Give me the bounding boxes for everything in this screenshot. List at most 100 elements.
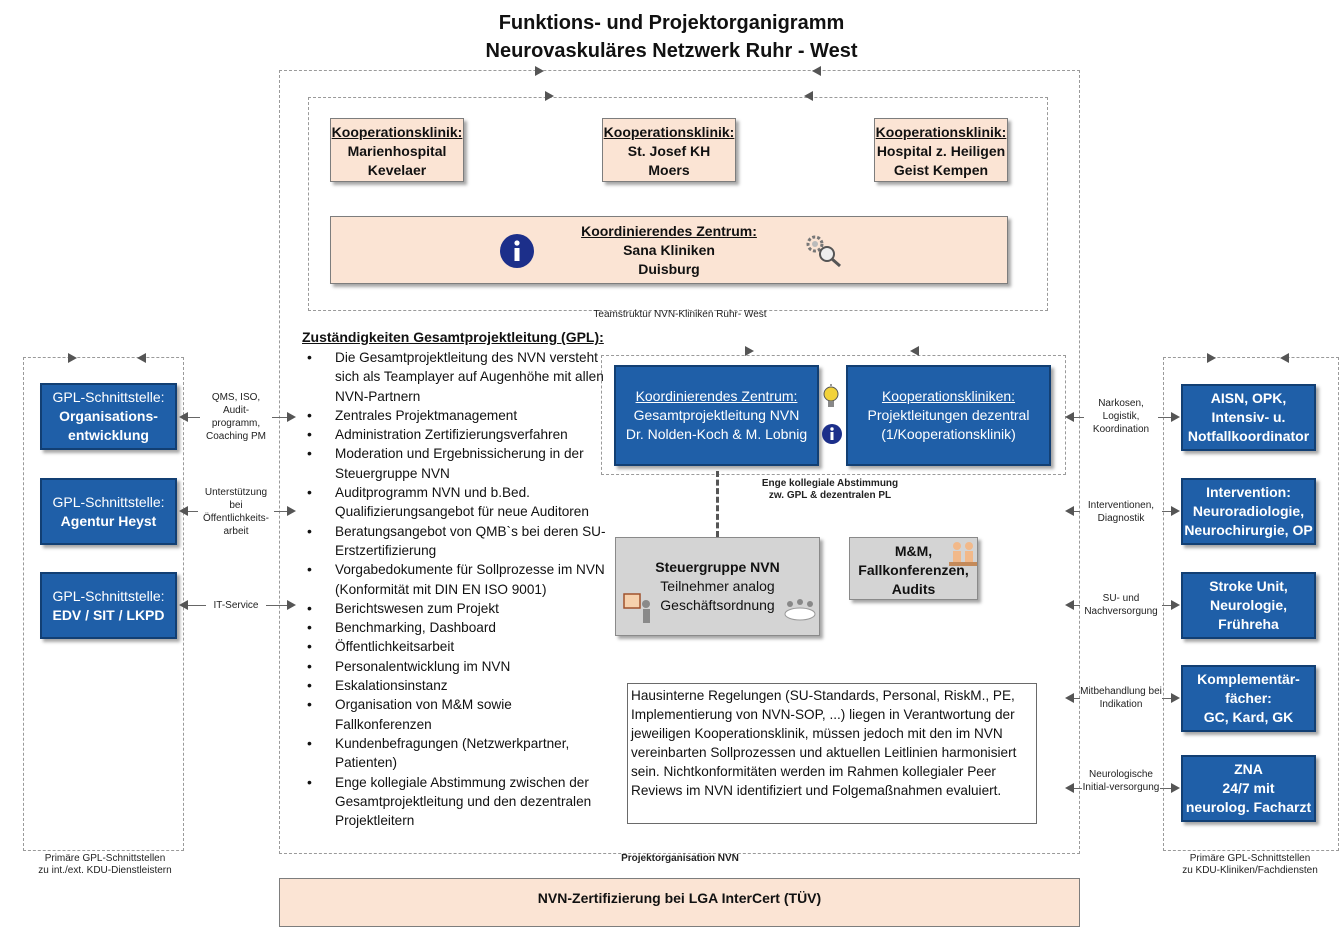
responsibility-item: Eskalationsinstanz [301, 676, 607, 696]
team-caption: Teamstruktur NVN-Kliniken Ruhr- West [593, 309, 767, 320]
right-interface-box: Komplementär- fächer: GC, Kard, GK [1181, 665, 1316, 732]
interface-line2: Agentur Heyst [60, 512, 157, 529]
info-icon [500, 234, 534, 268]
left-caption: Primäre GPL-Schnittstellen zu int./ext. … [20, 853, 190, 877]
arrow-left-icon [1065, 412, 1074, 422]
leadership-caption-line2: zw. GPL & dezentralen PL [768, 490, 892, 501]
meeting-icon [784, 599, 816, 621]
steering-line2: Teilnehmer analog [660, 578, 775, 594]
interface-line2: fächer: [1225, 690, 1272, 706]
arrow-left-icon [1280, 353, 1289, 363]
interface-line2: Organisations- [59, 408, 158, 424]
link-label: Interventionen, Diagnostik [1080, 499, 1162, 525]
responsibility-item: Organisation von M&M sowie Fallkonferenz… [301, 695, 607, 734]
clinic-heading: Kooperationsklinik: [603, 124, 735, 140]
leadership-caption: Enge kollegiale Abstimmung zw. GPL & dez… [740, 478, 920, 502]
interface-line2: 24/7 mit [1222, 780, 1275, 796]
responsibility-item: Moderation und Ergebnissicherung in der … [301, 444, 607, 483]
decentral-line1: Projektleitungen dezentral [867, 407, 1030, 423]
clinic-name: St. Josef KH [627, 143, 711, 159]
interface-line3: GC, Kard, GK [1203, 709, 1294, 725]
right-caption-line1: Primäre GPL-Schnittstellen [1189, 853, 1311, 864]
decentral-leads-box: Kooperationskliniken: Projektleitungen d… [846, 365, 1051, 466]
arrow-right-icon [68, 353, 77, 363]
mm-line1: M&M, [894, 543, 933, 559]
interface-line3: entwicklung [68, 427, 149, 443]
arrow-left-icon [179, 412, 188, 422]
interface-line3: Frühreha [1218, 616, 1279, 632]
arrow-left-icon [812, 66, 821, 76]
presenter-icon [623, 593, 650, 623]
clinic-city: Geist Kempen [893, 162, 989, 178]
decentral-heading: Kooperationskliniken: [881, 388, 1016, 404]
lightbulb-icon [823, 384, 839, 407]
left-interface-box: GPL-Schnittstelle: Agentur Heyst [40, 478, 177, 545]
responsibility-item: Auditprogramm NVN und b.Bed. Qualifizier… [301, 483, 607, 522]
arrow-right-icon [545, 91, 554, 101]
info-icon [822, 424, 842, 444]
page-title: Funktions- und Projektorganigramm [498, 12, 845, 34]
clinic-city: Kevelaer [367, 162, 427, 178]
right-interface-box: Stroke Unit, Neurologie, Frühreha [1181, 572, 1316, 639]
interface-line3: neurolog. Facharzt [1185, 799, 1312, 815]
link-label: Unterstützung bei Öffentlichkeits-arbeit [198, 486, 274, 538]
mm-line2: Fallkonferenzen, [858, 562, 969, 578]
arrow-left-icon [804, 91, 813, 101]
arrow-right-icon [1171, 506, 1180, 516]
arrow-right-icon [287, 412, 296, 422]
interface-line3: Notfallkoordinator [1187, 428, 1310, 444]
hausinterne-regelungen-note: Hausinterne Regelungen (SU-Standards, Pe… [627, 683, 1037, 824]
right-interface-box: ZNA 24/7 mit neurolog. Facharzt [1181, 755, 1316, 822]
arrow-right-icon [1171, 783, 1180, 793]
center-heading: Koordinierendes Zentrum: [581, 223, 757, 239]
responsibility-item: Vorgabedokumente für Sollprozesse im NVN… [301, 560, 607, 599]
gear-search-icon [806, 235, 841, 268]
responsibility-item: Die Gesamtprojektleitung des NVN versteh… [301, 348, 607, 406]
right-caption: Primäre GPL-Schnittstellen zu KDU-Klinik… [1160, 853, 1340, 877]
clinic-kempen: Kooperationsklinik: Hospital z. Heiligen… [874, 118, 1008, 182]
arrow-left-icon [1065, 783, 1074, 793]
interface-line2: EDV / SIT / LKPD [52, 606, 165, 623]
responsibility-item: Personalentwicklung im NVN [301, 657, 607, 677]
arrow-right-icon [1207, 353, 1216, 363]
interface-line1: GPL-Schnittstelle: [52, 493, 165, 510]
link-label: Mitbehandlung bei Indikation [1080, 685, 1162, 711]
mm-line3: Audits [891, 581, 936, 597]
arrow-right-icon [745, 346, 754, 356]
left-interface-box: GPL-Schnittstelle: EDV / SIT / LKPD [40, 572, 177, 639]
decentral-line2: (1/Kooperationsklinik) [881, 426, 1016, 442]
team-frame [308, 97, 1048, 311]
project-caption: Projektorganisation NVN [621, 853, 739, 864]
interface-line1: AISN, OPK, [1210, 390, 1287, 406]
steering-group-box: Steuergruppe NVN Teilnehmer analog Gesch… [615, 537, 820, 636]
left-interface-box: GPL-Schnittstelle: Organisations- entwic… [40, 383, 177, 450]
arrow-right-icon [1171, 412, 1180, 422]
page-subtitle: Neurovaskuläres Netzwerk Ruhr - West [485, 40, 858, 62]
interface-line1: Intervention: [1206, 484, 1291, 500]
arrow-left-icon [179, 506, 188, 516]
arrow-left-icon [179, 600, 188, 610]
project-frame [279, 70, 1080, 854]
certification-bar: NVN-Zertifizierung bei LGA InterCert (TÜ… [279, 878, 1080, 927]
arrow-left-icon [1065, 693, 1074, 703]
clinic-name: Hospital z. Heiligen [876, 143, 1006, 159]
arrow-right-icon [287, 506, 296, 516]
left-caption-line2: zu int./ext. KDU-Dienstleistern [38, 865, 172, 876]
right-interface-frame [1163, 357, 1339, 851]
right-caption-line2: zu KDU-Kliniken/Fachdiensten [1182, 865, 1318, 876]
responsibility-item: Öffentlichkeitsarbeit [301, 637, 607, 657]
link-label: SU- und Nachversorgung [1080, 592, 1162, 618]
responsibility-item: Administration Zertifizierungsverfahren [301, 425, 607, 445]
arrow-left-icon [1065, 506, 1074, 516]
arrow-right-icon [1171, 693, 1180, 703]
leadership-caption-line1: Enge kollegiale Abstimmung [761, 478, 899, 489]
center-city: Duisburg [638, 261, 700, 277]
gpl-center-box: Koordinierendes Zentrum: Gesamtprojektle… [614, 365, 819, 466]
responsibilities-list: Die Gesamtprojektleitung des NVN versteh… [301, 348, 607, 830]
responsibility-item: Enge kollegiale Abstimmung zwischen der … [301, 773, 607, 831]
left-caption-line1: Primäre GPL-Schnittstellen [44, 853, 166, 864]
arrow-left-icon [137, 353, 146, 363]
link-label: QMS, ISO, Audit-programm, Coaching PM [200, 391, 272, 443]
steering-title: Steuergruppe NVN [655, 559, 780, 575]
arrow-left-icon [910, 346, 919, 356]
